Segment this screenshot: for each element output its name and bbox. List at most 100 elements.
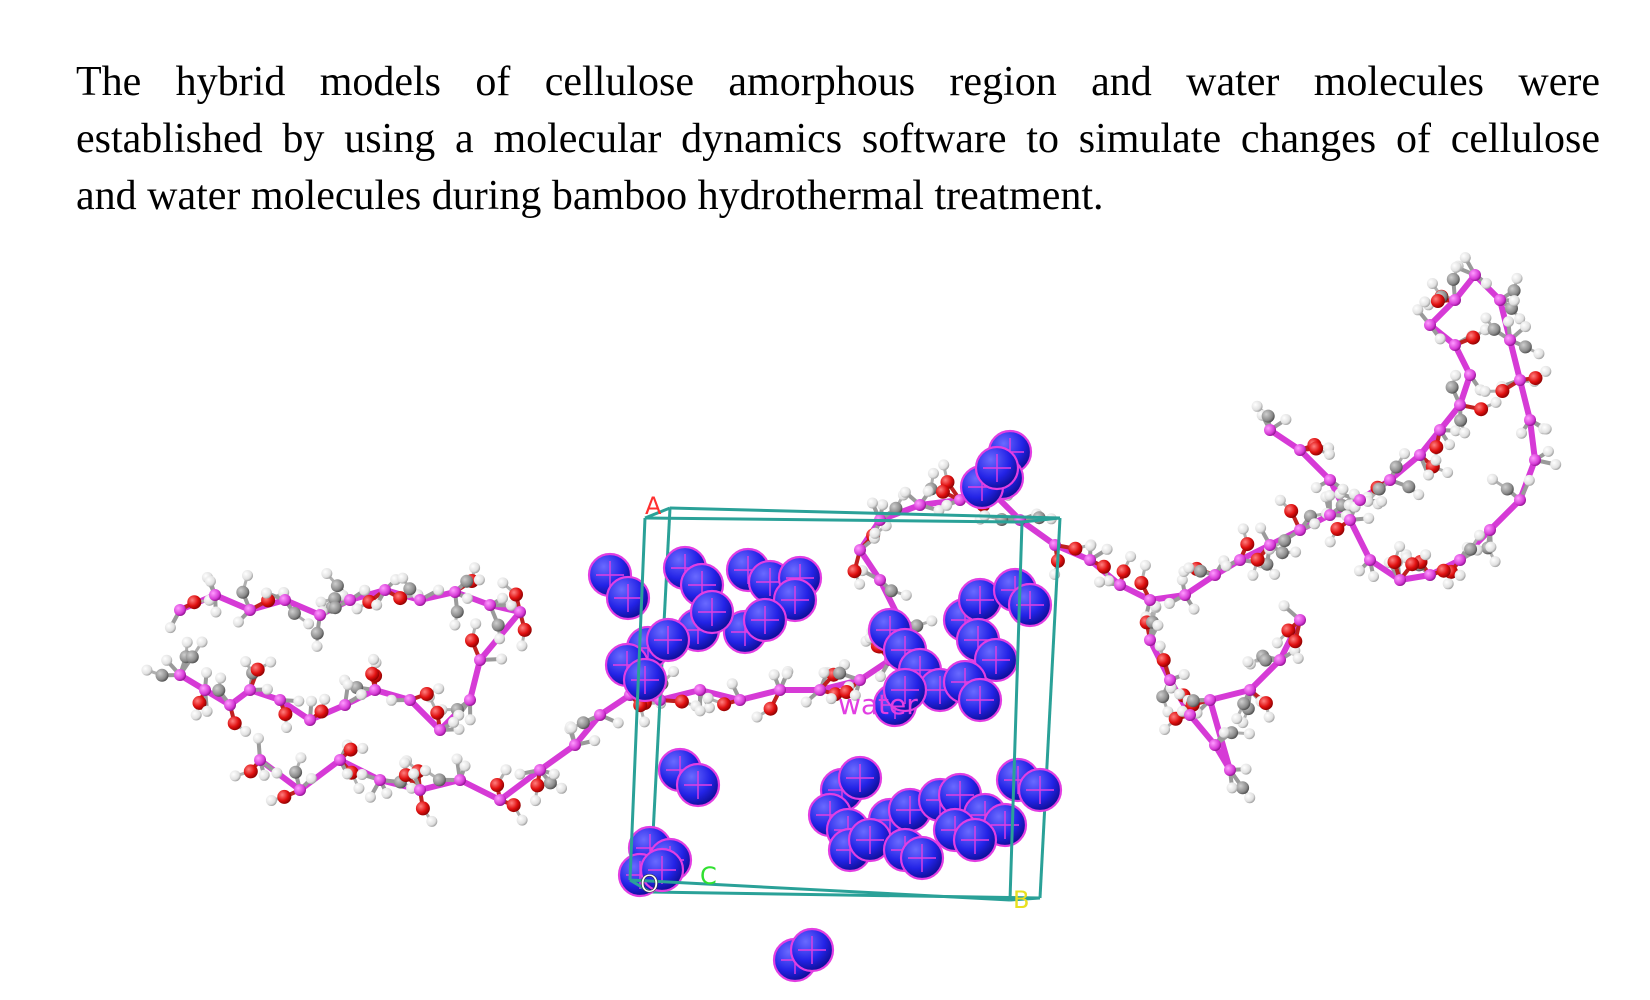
hydrogen-atom — [242, 570, 253, 581]
carbon-atom — [1236, 781, 1250, 795]
hydrogen-atom — [497, 592, 508, 604]
oxygen-atom — [517, 622, 532, 637]
hydrogen-atom — [1310, 482, 1322, 494]
hydrogen-atom — [1101, 543, 1113, 555]
hydrogen-atom — [1173, 688, 1185, 700]
hydrogen-atom — [874, 671, 886, 682]
carbon-atom — [403, 582, 417, 596]
chain-bond — [857, 547, 883, 583]
hydrogen-atom — [351, 603, 363, 615]
hydrogen-atom — [459, 760, 471, 772]
oxygen-atom — [1474, 402, 1489, 417]
hydrogen-atom — [1290, 546, 1302, 558]
backbone-atom — [414, 594, 426, 606]
carbon-atom — [1259, 653, 1273, 667]
water-molecule — [942, 659, 1003, 723]
chain-bond — [1267, 427, 1303, 453]
carbon-atom — [1389, 460, 1403, 474]
backbone-atom — [1264, 539, 1276, 551]
hydrogen-atom — [1154, 640, 1166, 652]
backbone-atom — [534, 764, 546, 776]
hydrogen-atom — [548, 768, 560, 780]
hydrogen-atom — [305, 695, 317, 707]
caption-line-2: established by using a molecular dynamic… — [76, 116, 1600, 162]
oxygen-atom — [847, 564, 862, 579]
chain-bond — [457, 777, 503, 803]
hydrogen-atom — [1324, 490, 1336, 501]
backbone-atom — [199, 684, 211, 696]
hydrogen-atom — [1125, 551, 1137, 562]
chain-bond — [1182, 572, 1218, 598]
hydrogen-atom — [866, 497, 878, 509]
carbon-atom — [212, 683, 226, 697]
hydrogen-atom — [1412, 304, 1424, 316]
hydrogen-atom — [566, 722, 578, 734]
hydrogen-atom — [1226, 782, 1238, 794]
hydrogen-atom — [408, 768, 420, 780]
backbone-atom — [1504, 334, 1516, 346]
backbone-atom — [1274, 654, 1286, 666]
hydrogen-atom — [1474, 529, 1485, 541]
backbone-atom — [1084, 554, 1096, 566]
water-molecule — [932, 807, 998, 863]
hydrogen-atom — [1511, 272, 1523, 284]
cell-edge — [1038, 517, 1062, 899]
oxygen-atom — [343, 742, 358, 757]
hydrogen-atom — [181, 636, 193, 648]
hydrogen-atom — [1178, 669, 1190, 680]
oxygen-atom — [1156, 653, 1171, 668]
backbone-atom — [254, 754, 266, 766]
hydrogen-atom — [1278, 600, 1290, 612]
hydrogen-atom — [315, 596, 327, 608]
oxygen-atom — [1330, 522, 1345, 536]
cell-label-c: C — [700, 862, 717, 890]
oxygen-atom — [1288, 634, 1303, 649]
backbone-atom — [569, 739, 581, 751]
hydrogen-atom — [1103, 575, 1115, 587]
hydrogen-atom — [1271, 637, 1283, 649]
backbone-atom — [1454, 399, 1466, 411]
backbone-atom — [244, 684, 256, 696]
hydrogen-atom — [1540, 423, 1552, 435]
backbone-atom — [344, 594, 356, 606]
water-molecule — [722, 597, 788, 655]
hydrogen-atom — [500, 764, 512, 776]
chain-bond — [282, 597, 323, 618]
backbone-atom — [224, 699, 236, 711]
carbon-atom — [1156, 690, 1170, 704]
hydrogen-atom — [1442, 578, 1454, 590]
backbone-atom — [1234, 554, 1246, 566]
backbone-atom — [369, 684, 381, 696]
hydrogen-atom — [1244, 792, 1256, 804]
water-molecule — [827, 817, 893, 873]
oxygen-atom — [227, 716, 242, 731]
carbon-atom — [1261, 409, 1275, 423]
water-molecule — [992, 567, 1053, 628]
hydrogen-atom — [1540, 365, 1552, 377]
hydrogen-atom — [702, 692, 714, 704]
hydrogen-atom — [1183, 562, 1195, 574]
cell-label-origin: O — [640, 870, 659, 898]
hydrogen-atom — [265, 656, 277, 668]
backbone-atom — [1344, 514, 1356, 526]
hydrogen-atom — [1508, 295, 1520, 307]
hydrogen-atom — [464, 714, 476, 726]
hydrogen-atom — [433, 584, 445, 596]
hydrogen-atom — [470, 618, 482, 630]
carbon-atom — [1454, 413, 1468, 427]
backbone-atom — [1179, 589, 1191, 601]
hydrogen-atom — [399, 757, 411, 769]
hydrogen-atom — [1426, 278, 1438, 289]
backbone-atom — [514, 606, 526, 618]
hydrogen-atom — [668, 666, 679, 677]
carbon-atom — [236, 585, 250, 599]
hydrogen-atom — [516, 640, 528, 652]
cell-label-b: B — [1013, 886, 1029, 914]
hydrogen-atom — [451, 753, 463, 765]
hydrogen-atom — [556, 782, 567, 794]
water-molecule — [882, 827, 945, 881]
hydrogen-atom — [703, 702, 715, 714]
hydrogen-atom — [473, 574, 485, 586]
hydrogen-atom — [514, 768, 526, 780]
hydrogen-atom — [1533, 348, 1545, 360]
